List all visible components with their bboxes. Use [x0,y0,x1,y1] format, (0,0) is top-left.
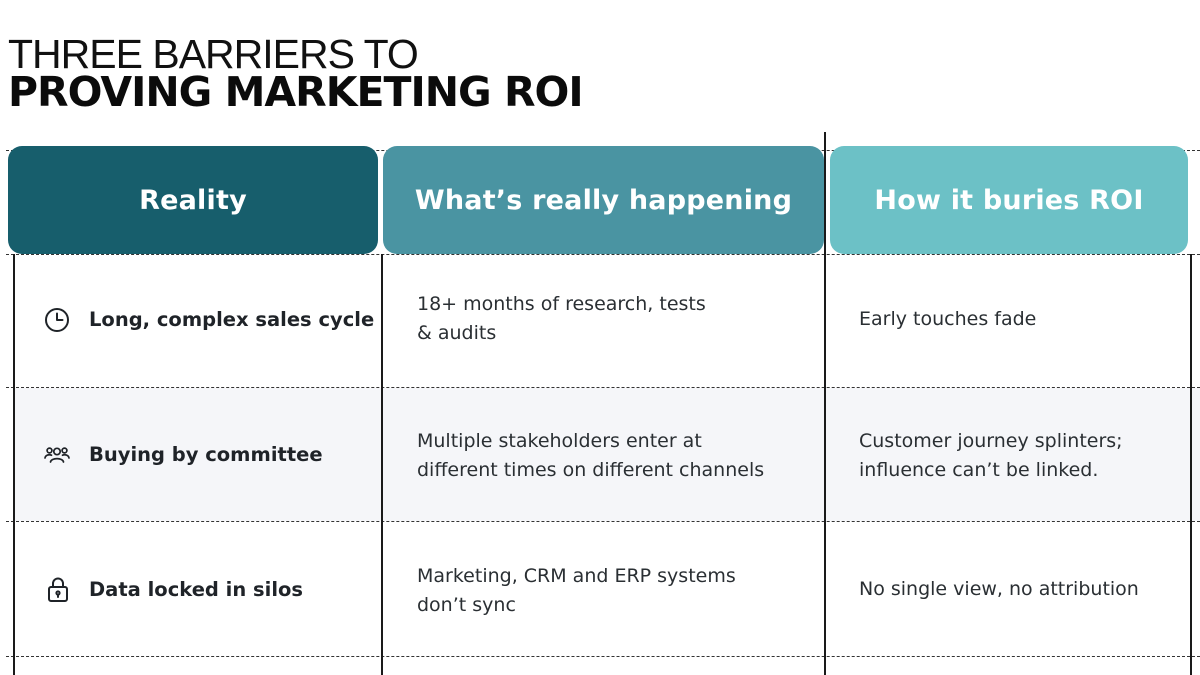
divider-row-2 [6,521,1200,522]
header-roi: How it buries ROI [830,146,1188,254]
column-line-left [13,254,15,675]
row-3-happening-line-1: Marketing, CRM and ERP systems [417,565,736,587]
row-2-happening-line-1: Multiple stakeholders enter at [417,430,702,452]
column-line-2 [824,132,826,675]
header-happening-label: What’s really happening [414,184,793,216]
row-1-happening: 18+ months of research, tests & audits [417,290,706,348]
divider-bottom [6,656,1200,657]
title-line-2: PROVING MARKETING ROI [8,68,584,116]
row-3-reality: Data locked in silos [89,578,304,601]
row-3-roi-line-1: No single view, no attribution [859,578,1139,600]
row-band [14,388,1200,521]
row-3-happening-line-2: don’t sync [417,594,516,616]
row-2-happening-line-2: different times on different channels [417,459,765,481]
row-3-roi: No single view, no attribution [859,575,1139,604]
row-3-happening: Marketing, CRM and ERP systems don’t syn… [417,562,736,620]
clock-icon [43,306,71,334]
title-line-1: THREE BARRIERS TO [8,31,419,77]
header-reality: Reality [8,146,378,254]
header-happening: What’s really happening [383,146,824,254]
people-group-icon [43,441,71,469]
row-2-reality: Buying by committee [89,443,323,466]
row-1-roi: Early touches fade [859,305,1036,334]
row-1-happening-line-2: & audits [417,322,497,344]
row-2-roi-line-1: Customer journey splinters; [859,430,1123,452]
row-1-happening-line-1: 18+ months of research, tests [417,293,706,315]
row-2-roi: Customer journey splinters; influence ca… [859,427,1123,485]
header-reality-label: Reality [139,184,247,216]
divider-row-1 [6,387,1200,388]
row-2-happening: Multiple stakeholders enter at different… [417,427,764,485]
column-line-1 [381,254,383,675]
column-line-right [1190,254,1192,675]
header-roi-label: How it buries ROI [874,184,1144,216]
lock-icon [44,575,72,603]
divider-header [6,254,1200,255]
row-1-reality: Long, complex sales cycle [89,308,375,331]
row-2-roi-line-2: influence can’t be linked. [859,459,1099,481]
row-1-roi-line-1: Early touches fade [859,308,1037,330]
